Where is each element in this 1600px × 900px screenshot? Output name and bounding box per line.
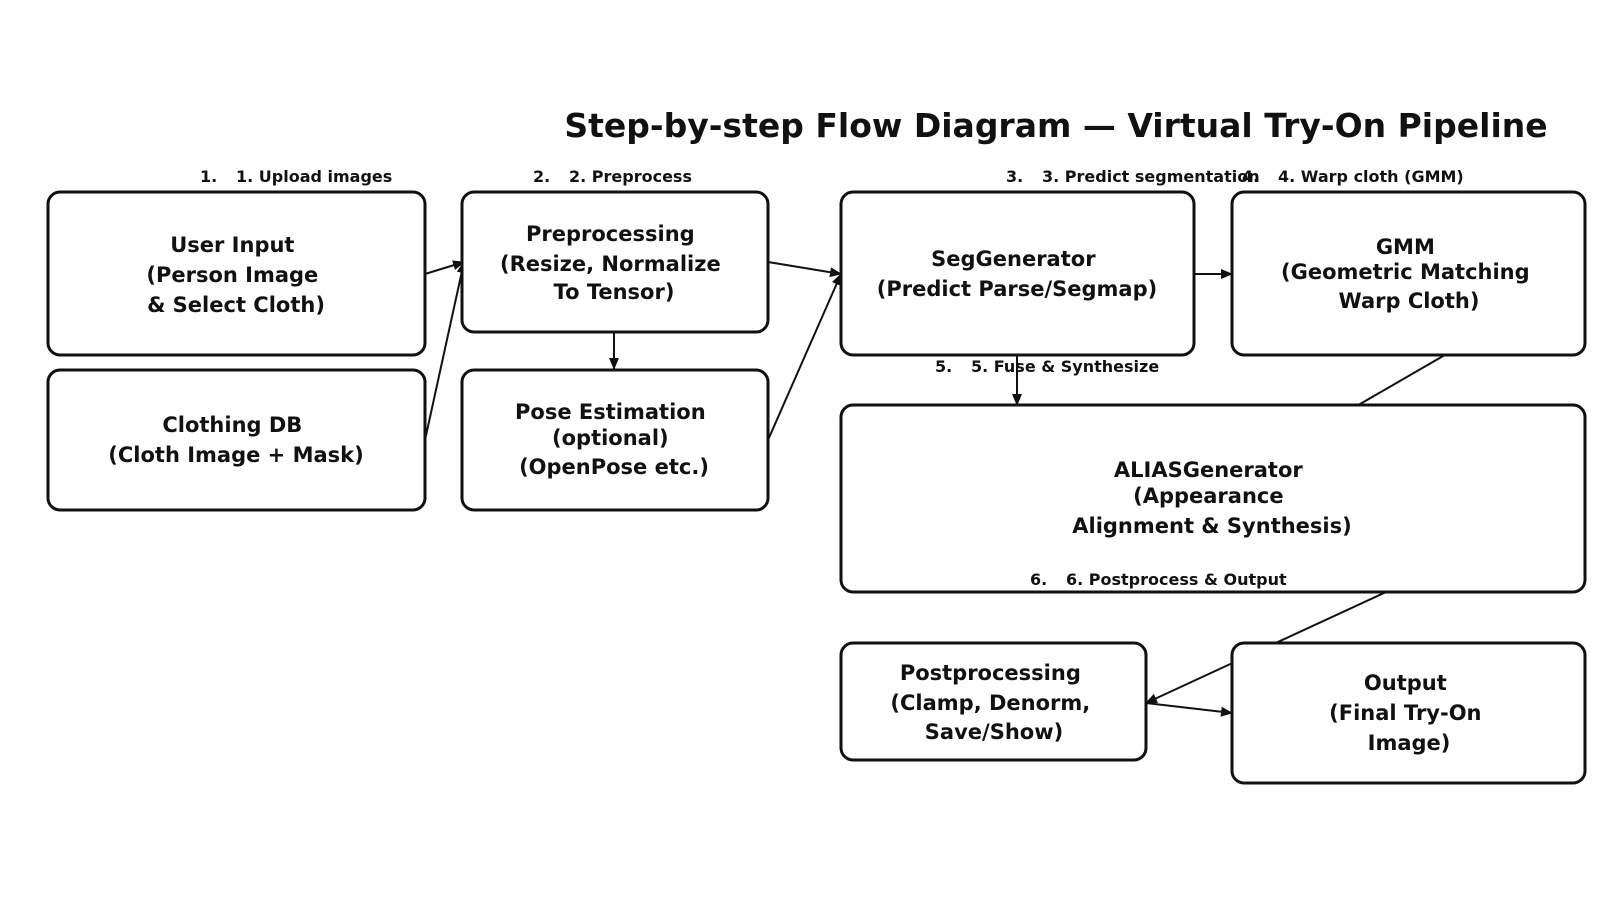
node-clothing-db-label: Clothing DB (Cloth Image + Mask) (108, 413, 363, 467)
node-aliasgenerator-line-1: ALIASGenerator (1114, 458, 1303, 482)
node-output-line-3: Image) (1368, 731, 1451, 755)
node-pose-estimation-line-1: Pose Estimation (515, 400, 706, 424)
node-gmm-box (1230, 190, 1587, 357)
node-pose-estimation-line-2: (optional) (552, 426, 669, 450)
step-3-text: 3. Predict segmentation (1042, 167, 1260, 186)
step-6-label: 6. 6. Postprocess & Output (1030, 570, 1287, 589)
node-pose-estimation-box (460, 368, 770, 512)
step-labels: 1. 1. Upload images 2. 2. Preprocess 3. … (200, 167, 1464, 589)
step-2-text: 2. Preprocess (569, 167, 692, 186)
node-seggenerator-line-1: SegGenerator (931, 247, 1096, 271)
node-user-input-line-1: User Input (170, 233, 294, 257)
node-user-input-line-3: & Select Cloth) (147, 293, 325, 317)
node-postprocessing-line-2: (Clamp, Denorm, (890, 691, 1090, 715)
node-preprocessing-line-1: Preprocessing (526, 222, 695, 246)
node-aliasgenerator-box (839, 403, 1587, 594)
node-gmm-line-2: (Geometric Matching (1281, 260, 1530, 284)
step-1-text: 1. Upload images (236, 167, 392, 186)
node-postprocessing: Postprocessing (Clamp, Denorm, Save/Show… (839, 641, 1148, 762)
edge-preprocessing-to-seggenerator (767, 261, 842, 278)
node-postprocessing-label: Postprocessing (Clamp, Denorm, Save/Show… (890, 661, 1097, 744)
node-postprocessing-line-3: Save/Show) (925, 720, 1063, 744)
node-gmm-line-1: GMM (1376, 235, 1435, 259)
step-6-number: 6. (1030, 570, 1047, 589)
node-aliasgenerator-label: ALIASGenerator (Appearance Alignment & S… (1072, 458, 1351, 538)
node-gmm-line-3: Warp Cloth) (1339, 289, 1480, 313)
step-3-number: 3. (1006, 167, 1023, 186)
step-6-text: 6. Postprocess & Output (1066, 570, 1287, 589)
node-preprocessing-box (460, 190, 770, 334)
step-4-label: 4. 4. Warp cloth (GMM) (1242, 167, 1464, 186)
node-output-line-1: Output (1364, 671, 1447, 695)
node-preprocessing: Preprocessing (Resize, Normalize To Tens… (460, 190, 770, 334)
node-pose-estimation-label: Pose Estimation (optional) (OpenPose etc… (515, 400, 713, 479)
node-preprocessing-line-2: (Resize, Normalize (500, 252, 721, 276)
node-pose-estimation: Pose Estimation (optional) (OpenPose etc… (460, 368, 770, 512)
node-aliasgenerator: ALIASGenerator (Appearance Alignment & S… (839, 403, 1587, 594)
node-preprocessing-line-3: To Tensor) (554, 280, 675, 304)
node-gmm: GMM (Geometric Matching Warp Cloth) (1230, 190, 1587, 357)
node-seggenerator-line-2: (Predict Parse/Segmap) (877, 277, 1157, 301)
node-output-box (1230, 641, 1587, 785)
step-1-number: 1. (200, 167, 217, 186)
edge-postprocessing-to-output (1145, 702, 1233, 717)
node-output-label: Output (Final Try-On Image) (1329, 671, 1489, 755)
node-output: Output (Final Try-On Image) (1230, 641, 1587, 785)
step-5-text: 5. Fuse & Synthesize (971, 357, 1159, 376)
node-clothing-db-line-2: (Cloth Image + Mask) (108, 443, 363, 467)
node-clothing-db: Clothing DB (Cloth Image + Mask) (46, 368, 427, 512)
edge-user-input-to-preprocessing (424, 260, 465, 275)
step-5-label: 5. 5. Fuse & Synthesize (935, 357, 1159, 376)
step-2-number: 2. (533, 167, 550, 186)
node-seggenerator: SegGenerator (Predict Parse/Segmap) (839, 190, 1196, 357)
node-aliasgenerator-line-3: Alignment & Synthesis) (1072, 514, 1351, 538)
node-seggenerator-label: SegGenerator (Predict Parse/Segmap) (877, 247, 1157, 301)
edge-pose-estimation-to-seggenerator (767, 273, 842, 441)
node-seggenerator-box (839, 190, 1196, 357)
node-clothing-db-line-1: Clothing DB (162, 413, 302, 437)
step-4-number: 4. (1242, 167, 1259, 186)
step-4-text: 4. Warp cloth (GMM) (1278, 167, 1464, 186)
node-gmm-label: GMM (Geometric Matching Warp Cloth) (1281, 235, 1537, 313)
diagram-title: Step-by-step Flow Diagram — Virtual Try-… (564, 106, 1547, 145)
node-aliasgenerator-line-2: (Appearance (1133, 484, 1284, 508)
node-clothing-db-box (46, 368, 427, 512)
node-user-input-line-2: (Person Image (146, 263, 318, 287)
node-postprocessing-line-1: Postprocessing (900, 661, 1081, 685)
node-user-input-label: User Input (Person Image & Select Cloth) (146, 233, 325, 317)
step-5-number: 5. (935, 357, 952, 376)
step-2-label: 2. 2. Preprocess (533, 167, 692, 186)
edge-clothing-db-to-preprocessing (424, 261, 467, 441)
node-output-line-2: (Final Try-On (1329, 701, 1481, 725)
node-pose-estimation-line-3: (OpenPose etc.) (519, 455, 709, 479)
node-preprocessing-label: Preprocessing (Resize, Normalize To Tens… (500, 222, 728, 304)
step-3-label: 3. 3. Predict segmentation (1006, 167, 1260, 186)
node-user-input: User Input (Person Image & Select Cloth) (46, 190, 427, 357)
node-postprocessing-box (839, 641, 1148, 762)
node-user-input-box (46, 190, 427, 357)
step-1-label: 1. 1. Upload images (200, 167, 392, 186)
